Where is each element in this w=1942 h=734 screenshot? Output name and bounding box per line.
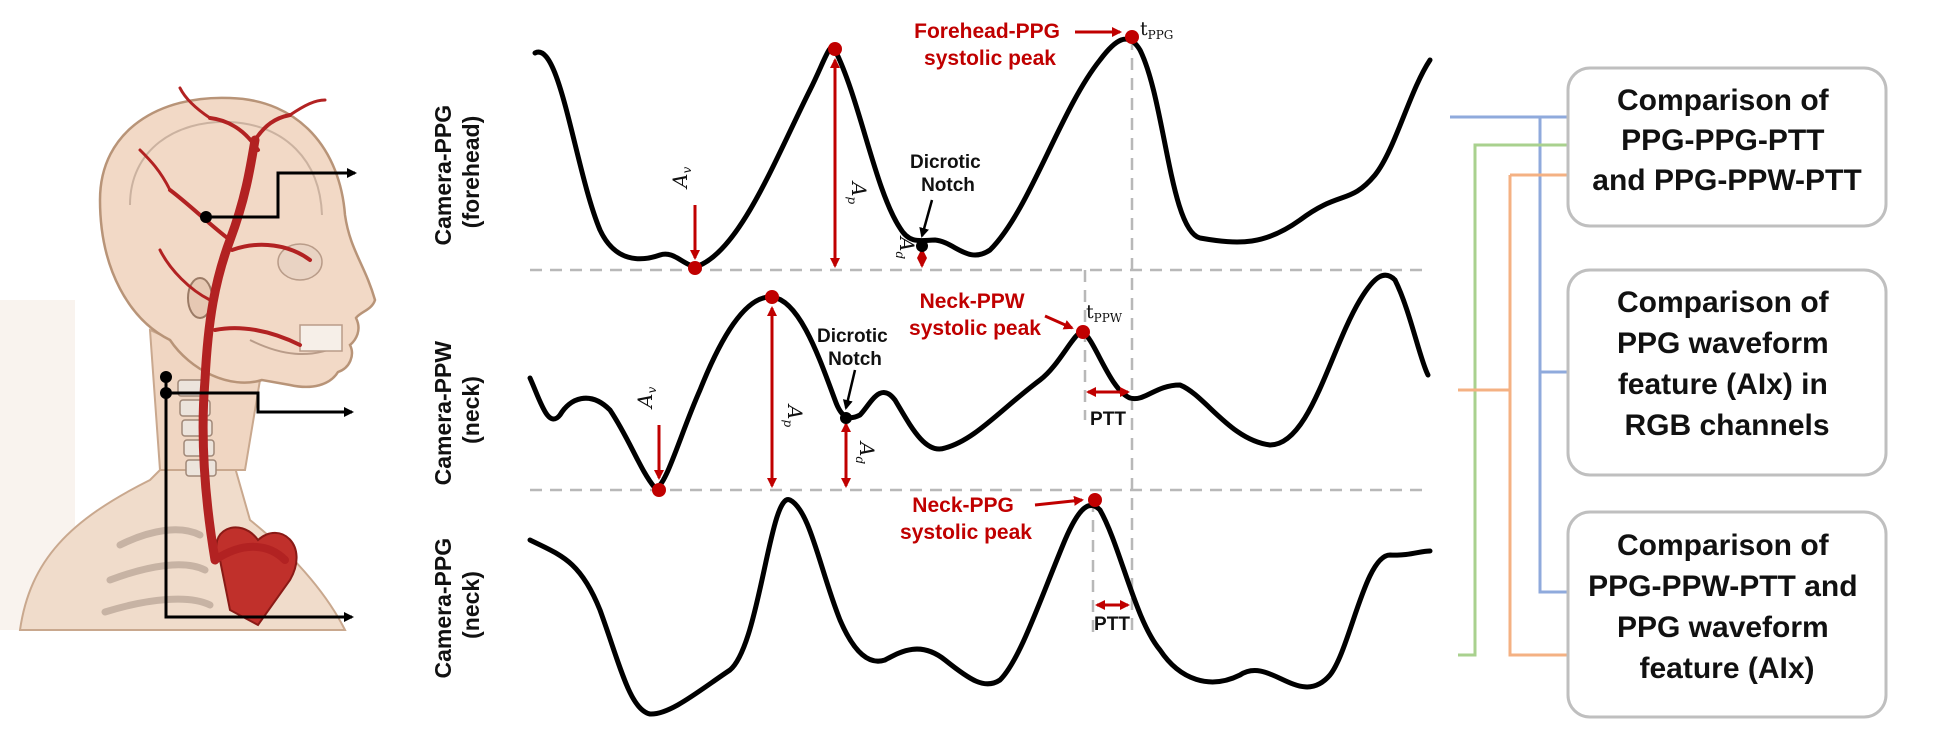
anatomy-connectors — [164, 168, 357, 622]
comparison-connectors — [1450, 112, 1580, 660]
anatomy-illustration-icon — [0, 86, 377, 631]
ptt-label-ppw: PTT — [1090, 409, 1126, 430]
neck-ppw-peak-label: Neck-PPW systolic peak — [909, 290, 1041, 340]
a-p-label-neck: Ap — [781, 403, 807, 427]
a-v-label-neck: Av — [633, 387, 659, 410]
a-d-label-forehead: Ad — [893, 235, 919, 259]
a-p-label-forehead: Ap — [845, 180, 871, 204]
label-neck-ppg: Camera-PPG (neck) — [430, 531, 484, 678]
forehead-ppg-peak-label: Forehead-PPG systolic peak — [914, 20, 1066, 70]
label-neck-ppw: Camera-PPW (neck) — [430, 335, 484, 486]
neck-ppg-waveform — [527, 497, 1433, 717]
comparison-box-3: Comparison of PPG-PPW-PTT and PPG wavefo… — [1566, 510, 1888, 719]
notch-dot-neck — [840, 412, 852, 424]
comparison-box-3-text: Comparison of PPG-PPW-PTT and PPG wavefo… — [1588, 529, 1866, 685]
a-d-label-neck: Ad — [853, 440, 879, 464]
neck-ppg-peak-label: Neck-PPG systolic peak — [900, 494, 1032, 544]
comparison-box-2: Comparison of PPG waveform feature (AIx)… — [1566, 268, 1888, 477]
notch-dot-forehead — [916, 240, 928, 252]
dicrotic-notch-label-neck: Dicrotic Notch — [817, 326, 893, 370]
ptt-label-ppg: PTT — [1094, 614, 1130, 635]
forehead-ppg-waveform — [532, 36, 1433, 269]
label-forehead-ppg: Camera-PPG (forehead) — [430, 98, 484, 245]
dicrotic-notch-arrows — [842, 199, 934, 410]
marker-dots — [652, 30, 1139, 507]
t-ppg-label: tPPG — [1140, 18, 1173, 42]
comparison-box-1: Comparison of PPG-PPG-PTT and PPG-PPW-PT… — [1566, 66, 1888, 228]
a-v-label-forehead: Av — [668, 167, 694, 190]
t-ppw-label: tPPW — [1086, 301, 1123, 325]
comparison-box-2-text: Comparison of PPG waveform feature (AIx)… — [1617, 286, 1837, 442]
comparison-box-1-text: Comparison of PPG-PPG-PTT and PPG-PPW-PT… — [1592, 84, 1861, 197]
dicrotic-notch-label-forehead: Dicrotic Notch — [910, 152, 986, 196]
measurement-arrows — [654, 27, 1130, 610]
guide-lines — [530, 38, 1425, 635]
